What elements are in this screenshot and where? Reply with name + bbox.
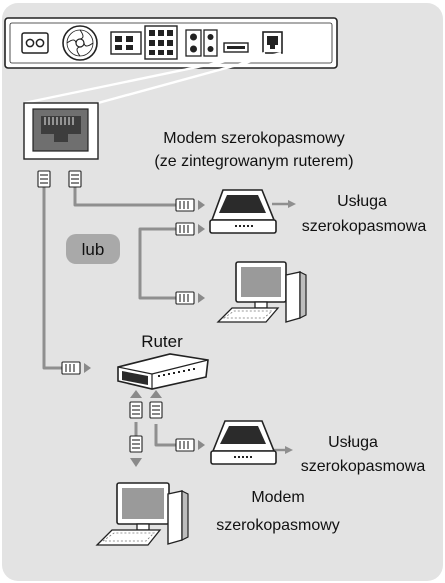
rj45-plug-icon (175, 198, 195, 212)
rj45-plug-icon (129, 435, 143, 453)
arrow-up-icon (130, 390, 142, 398)
cable-device-to-modem-router (73, 186, 176, 207)
cable-modem-router-to-pc (138, 227, 176, 300)
flow-arrows (84, 200, 205, 467)
rj45-plug-icon (37, 170, 51, 188)
router-label: Ruter (141, 332, 183, 351)
arrow-right-icon (198, 440, 205, 450)
arrow-right-icon (84, 363, 91, 373)
service1-label-line1: Usługa (337, 193, 387, 210)
rj45-plug-icon (149, 401, 163, 419)
rj45-plugs (37, 170, 195, 453)
modem-router-label-line1: Modem szerokopasmowy (163, 130, 344, 147)
arrow-down-icon (130, 458, 142, 467)
service2-label-line1: Usługa (328, 434, 378, 451)
router-icon (117, 353, 209, 390)
power-socket-icon (21, 32, 49, 54)
desktop-computer-icon (216, 261, 307, 323)
arrow-right-icon (198, 293, 205, 303)
modem-router-icon (209, 189, 277, 234)
rj45-plug-icon (175, 438, 195, 452)
rj45-plug-icon (61, 361, 81, 375)
arrow-right-icon (198, 200, 205, 210)
lub-label: lub (82, 240, 105, 259)
rj45-plug-icon (68, 170, 82, 188)
network-cables (42, 186, 176, 447)
cable-device-to-router (42, 186, 70, 370)
device-lan-port-icon (262, 31, 283, 54)
modem-label-line1: Modem (251, 489, 304, 506)
service1-label-line2: szerokopasmowa (302, 218, 427, 235)
modem-label-line2: szerokopasmowy (216, 517, 340, 534)
cooling-fan-icon (62, 25, 98, 61)
desktop-computer-icon (95, 482, 189, 546)
rj45-plug-icon (129, 401, 143, 419)
diagram-panel (2, 3, 443, 581)
cable-router-to-modem (154, 424, 176, 447)
modem-router-label-line2: (ze zintegrowanym ruterem) (154, 153, 353, 170)
zoom-callout-lines (23, 51, 282, 105)
device-back-panel (4, 17, 338, 69)
broadband-output-arrows (272, 200, 296, 454)
rj45-plug-icon (175, 291, 195, 305)
lub-badge: lub (66, 234, 120, 264)
arrow-up-icon (150, 390, 162, 398)
av-connectors-icon (185, 29, 249, 57)
rj45-plug-icon (175, 222, 195, 236)
service2-label-line2: szerokopasmowa (301, 458, 426, 475)
arrow-right-icon (198, 224, 205, 234)
speaker-terminals-icon (110, 25, 178, 60)
lan-port-enlarged (23, 102, 99, 160)
modem-icon (210, 420, 277, 465)
